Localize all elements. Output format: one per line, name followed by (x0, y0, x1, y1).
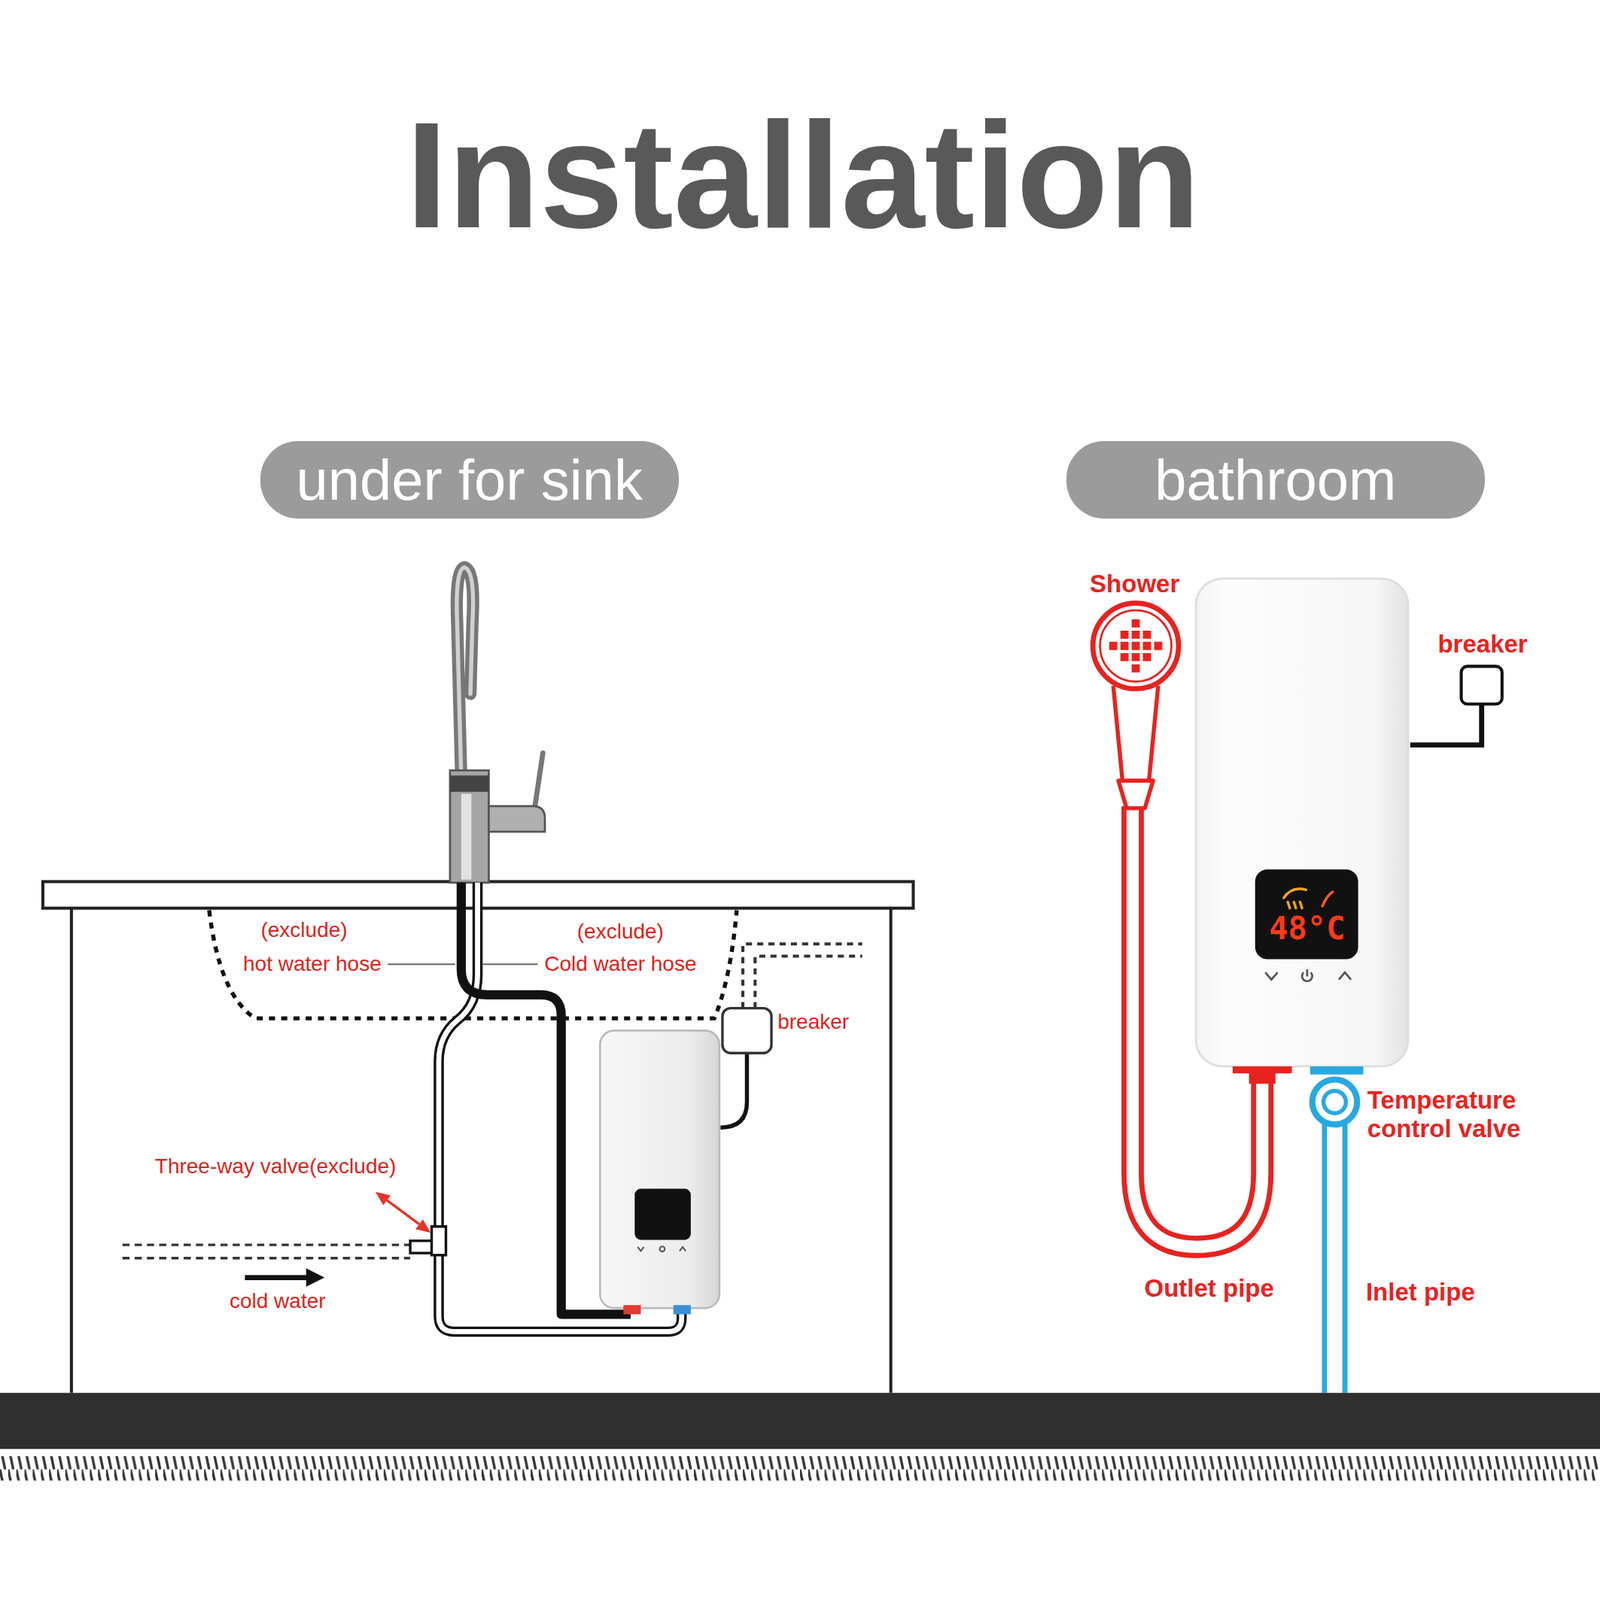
callout-label: breaker (777, 1009, 849, 1035)
callout-label: (exclude) (260, 918, 347, 943)
leader-arrow-head (415, 1219, 431, 1233)
leader-line (387, 963, 455, 965)
box-text: bathroom (1154, 447, 1397, 513)
shower-icon (1283, 888, 1307, 909)
section-tag: bathroom (1066, 441, 1485, 519)
callout-label: Outlet pipe (1144, 1274, 1275, 1303)
outlet-fitting (623, 1304, 641, 1315)
floor-band (0, 1393, 1600, 1450)
shower-cone (1118, 780, 1153, 809)
callout-label: breaker (1437, 629, 1527, 659)
power-button (660, 1246, 666, 1252)
temperature-valve-core (1323, 1090, 1347, 1114)
leader-arrow-head (375, 1192, 391, 1206)
floor-hatching (0, 1456, 1600, 1482)
callout-label: (exclude) (577, 919, 664, 944)
heater-display (1255, 869, 1359, 959)
inlet-fitting (673, 1304, 691, 1315)
breaker-box (1461, 666, 1503, 704)
breaker-box (722, 1008, 772, 1054)
water-heater (1195, 578, 1409, 1067)
power-cable (720, 1052, 747, 1128)
water-heater (599, 1030, 720, 1308)
callout-label: Cold water hose (544, 952, 697, 977)
temperature-valve (1312, 1079, 1358, 1126)
cold-water-pipe (122, 1244, 411, 1259)
shower-head (1092, 602, 1179, 689)
section-tag: under for sink (260, 441, 679, 519)
faucet-spout (456, 567, 474, 778)
shower-head-rim (1100, 610, 1172, 682)
flow-arrow (244, 1274, 308, 1281)
callout-label: hot water hose (243, 952, 382, 977)
callout-label: Shower (1089, 569, 1180, 599)
power-button (1301, 969, 1313, 982)
flame-icon (1322, 891, 1333, 907)
flow-arrow-head (306, 1268, 325, 1287)
faucet-handle (488, 806, 545, 832)
inlet-pipe (1324, 1122, 1345, 1393)
three-way-valve (410, 1241, 433, 1254)
faucet-collar (450, 775, 490, 792)
outlet-fitting (1232, 1066, 1293, 1084)
heater-buttons (637, 1247, 686, 1251)
callout-label: Inlet pipe (1365, 1277, 1476, 1307)
box-text: under for sink (295, 447, 642, 513)
inlet-fitting (1310, 1066, 1364, 1075)
heater-display (634, 1189, 691, 1241)
callout-label: cold water (229, 1289, 326, 1314)
box-text: 48°C (1268, 910, 1345, 947)
faucet-body (450, 770, 490, 883)
shower-nozzles (1109, 619, 1163, 673)
faucet-lever (534, 753, 543, 809)
callout-label: Three-way valve(exclude) (155, 1154, 397, 1179)
power-cable (1410, 704, 1482, 746)
faucet-highlight (456, 567, 474, 778)
callout-label: Temperature control valve (1367, 1085, 1549, 1144)
temperature-readout: 48°C (1262, 907, 1351, 950)
page-title: Installation (405, 88, 1201, 262)
shower-handle (1113, 685, 1159, 781)
three-way-valve (431, 1226, 447, 1256)
leader-arrow (386, 1200, 420, 1225)
power-cable-route (742, 943, 863, 1008)
faucet-highlight (461, 793, 472, 880)
leader-line (482, 963, 538, 965)
